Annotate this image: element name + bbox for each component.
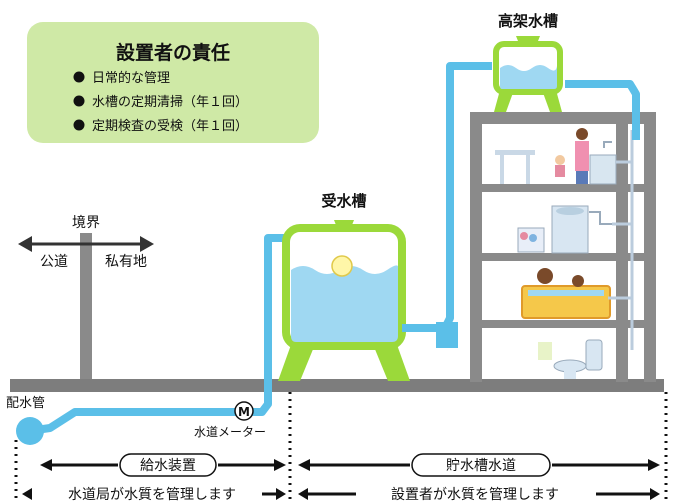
arrow-left-icon bbox=[298, 488, 308, 500]
elevated-tank-leg-right bbox=[542, 90, 562, 112]
building-wall-left bbox=[470, 112, 482, 382]
tank-supply-range: 貯水槽水道 bbox=[298, 453, 660, 477]
arrow-left-icon bbox=[18, 236, 32, 252]
table-leg bbox=[526, 155, 530, 184]
floor-3 bbox=[482, 184, 644, 192]
tank-leg-left bbox=[278, 342, 316, 381]
receiving-tank-label: 受水槽 bbox=[321, 192, 366, 210]
supply-device-range: 給水装置 bbox=[40, 453, 286, 477]
laundry-item bbox=[520, 232, 528, 240]
arrow-right-icon bbox=[650, 488, 660, 500]
responsibility-item-3: 定期検査の受検（年１回） bbox=[92, 119, 248, 134]
supply-device-label: 給水装置 bbox=[140, 458, 196, 474]
down-pipe bbox=[565, 80, 640, 140]
owner-range: 設置者が水質を管理します bbox=[298, 487, 660, 503]
responsibility-title: 設置者の責任 bbox=[116, 41, 230, 64]
mother-body bbox=[575, 141, 589, 171]
distribution-main-icon bbox=[16, 417, 44, 445]
arrow-left-icon bbox=[298, 459, 310, 471]
arrow-right-icon bbox=[274, 459, 286, 471]
kitchen-sink-icon bbox=[589, 154, 617, 185]
arrow-right-icon bbox=[140, 236, 154, 252]
tank-supply-label: 貯水槽水道 bbox=[446, 458, 516, 474]
boundary-marker: 境界 公道 私有地 bbox=[18, 215, 154, 381]
lift-pipes bbox=[402, 62, 640, 348]
laundry-faucet-icon bbox=[589, 211, 612, 225]
mother-legs bbox=[576, 171, 588, 184]
responsibility-box-bg bbox=[27, 22, 319, 143]
bullet-1-icon bbox=[73, 71, 85, 83]
mother-icon bbox=[576, 128, 588, 140]
responsibility-box: 設置者の責任 日常的な管理 水槽の定期清掃（年１回） 定期検査の受検（年１回） bbox=[27, 22, 319, 143]
arrow-right-icon bbox=[276, 488, 286, 500]
laundry-item bbox=[529, 234, 537, 242]
supply-pipe bbox=[35, 234, 315, 434]
floor-2 bbox=[482, 253, 644, 261]
water-meter-label: 水道メーター bbox=[194, 425, 266, 439]
elevated-tank-leg-left bbox=[494, 90, 514, 112]
bureau-manages-label: 水道局が水質を管理します bbox=[68, 487, 236, 503]
tank-water bbox=[291, 265, 399, 342]
boundary-post bbox=[80, 233, 92, 381]
boundary-label: 境界 bbox=[72, 215, 100, 231]
building bbox=[470, 112, 656, 382]
kitchen-scene bbox=[495, 128, 617, 185]
bather-adult-icon bbox=[537, 268, 553, 284]
toilet-scene bbox=[538, 339, 603, 379]
elevated-tank-label: 高架水槽 bbox=[498, 12, 558, 30]
table-icon bbox=[495, 150, 535, 155]
float-ball-icon bbox=[331, 255, 353, 277]
public-road-label: 公道 bbox=[40, 254, 68, 270]
owner-manages-label: 設置者が水質を管理します bbox=[391, 487, 559, 503]
elevated-tank-water bbox=[500, 65, 557, 89]
elevated-tank: 高架水槽 bbox=[493, 12, 563, 112]
responsibility-item-2: 水槽の定期清掃（年１回） bbox=[92, 94, 248, 110]
lift-pipe bbox=[402, 62, 492, 332]
child-icon bbox=[555, 155, 565, 165]
arrow-right-icon bbox=[648, 459, 660, 471]
responsibility-item-1: 日常的な管理 bbox=[92, 70, 170, 86]
toilet-base bbox=[564, 368, 576, 379]
supply-device-pill bbox=[119, 453, 217, 477]
bather-child-icon bbox=[572, 275, 584, 287]
arrow-left-icon bbox=[40, 459, 52, 471]
tank-leg-right bbox=[372, 342, 410, 381]
bullet-2-icon bbox=[73, 95, 85, 107]
bath-scene bbox=[521, 268, 611, 319]
laundry-scene bbox=[517, 205, 612, 254]
building-wall-right bbox=[644, 112, 656, 382]
water-meter-icon bbox=[234, 401, 254, 421]
towel-icon bbox=[538, 342, 552, 360]
faucet-icon bbox=[603, 141, 612, 148]
water-meter-symbol: M bbox=[238, 405, 250, 419]
bureau-range: 水道局が水質を管理します bbox=[22, 487, 286, 503]
table-leg bbox=[500, 155, 504, 184]
ground-line bbox=[10, 379, 664, 392]
arrow-left-icon bbox=[22, 488, 32, 500]
distribution-pipe-label: 配水管 bbox=[6, 396, 45, 411]
bullet-3-icon bbox=[73, 119, 85, 131]
receiving-tank: 受水槽 bbox=[278, 192, 410, 381]
distribution-line: 配水管 M 水道メーター bbox=[6, 234, 315, 445]
building-roof bbox=[470, 112, 656, 124]
private-land-label: 私有地 bbox=[105, 254, 147, 270]
pump-icon bbox=[436, 322, 458, 348]
washing-machine-lid bbox=[556, 207, 584, 215]
toilet-tank-icon bbox=[585, 339, 603, 371]
bath-water bbox=[528, 290, 604, 296]
tank-supply-pill bbox=[411, 453, 551, 477]
floor-1 bbox=[482, 320, 644, 328]
child-body bbox=[555, 165, 565, 177]
